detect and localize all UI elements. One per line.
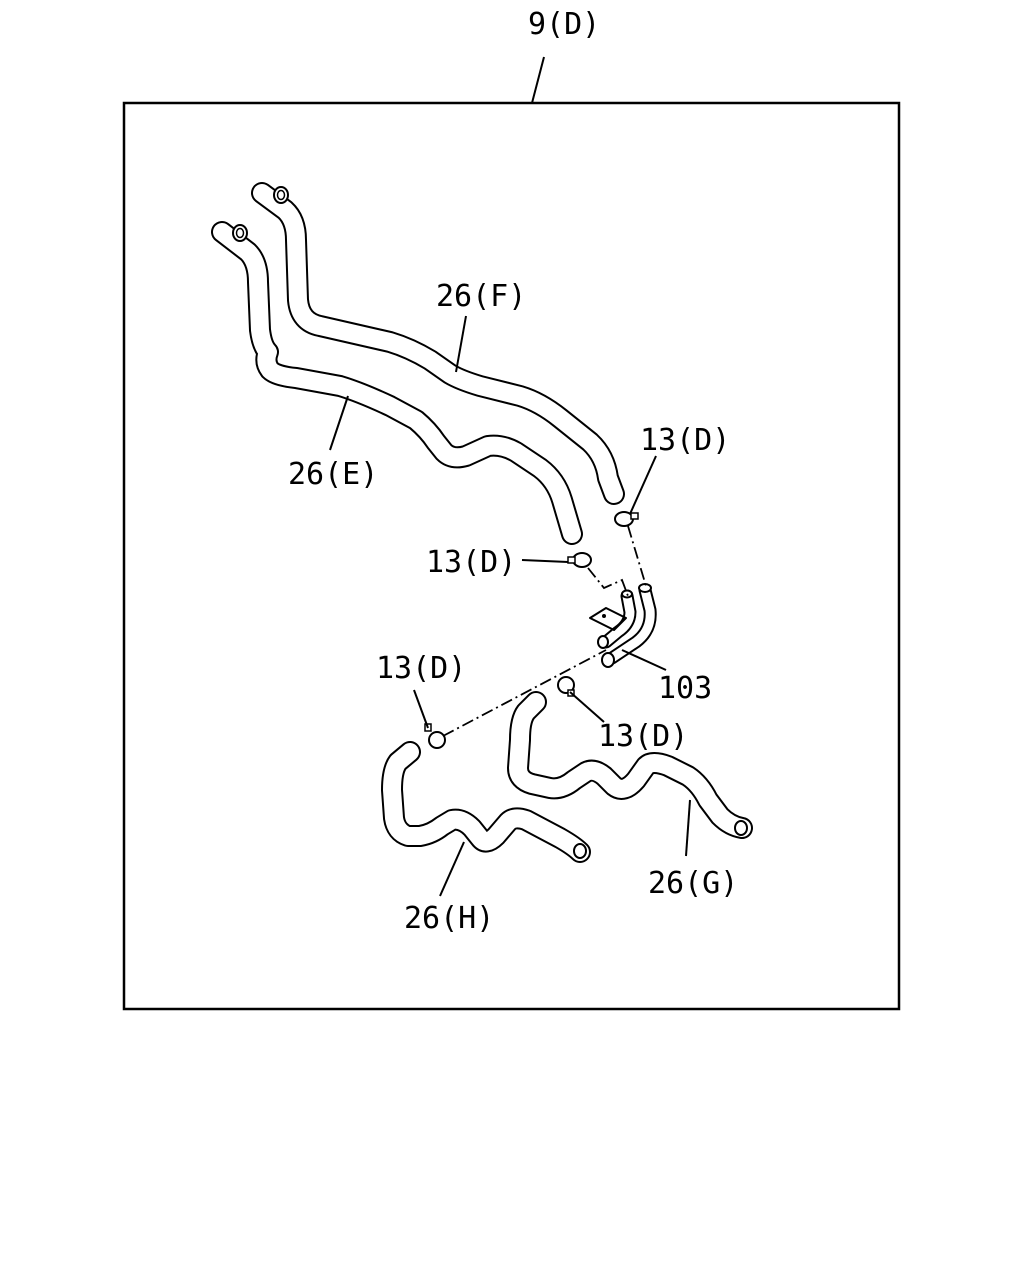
assembly-frame — [122, 101, 901, 1011]
leader-26g — [685, 799, 691, 857]
label-26f: 26(F) — [436, 279, 526, 314]
assembly-line-right — [627, 525, 647, 587]
leader-26f — [455, 315, 467, 373]
hose-26g-end — [734, 820, 748, 836]
assembly-leader — [531, 56, 545, 104]
leader-clamp-4 — [569, 691, 605, 723]
hose-26f[interactable] — [251, 182, 625, 505]
leader-clamp-2 — [521, 559, 569, 563]
label-26g: 26(G) — [648, 866, 738, 901]
assembly-line-bottom — [442, 649, 607, 737]
assembly-label: 9(D) — [528, 7, 600, 42]
hose-26h[interactable] — [381, 741, 591, 863]
leader-clamp-1 — [629, 455, 657, 515]
label-103: 103 — [658, 671, 712, 706]
label-26h: 26(H) — [404, 901, 494, 936]
leader-26e — [329, 395, 349, 451]
clamp-upper-right[interactable] — [614, 511, 639, 527]
hose-26g[interactable] — [507, 691, 753, 839]
label-clamp-3: 13(D) — [376, 651, 466, 686]
hose-26e[interactable] — [211, 221, 583, 545]
leader-clamp-3 — [413, 689, 429, 729]
pipe-103[interactable] — [589, 583, 657, 668]
label-clamp-4: 13(D) — [598, 719, 688, 754]
hose-26e-end — [232, 224, 248, 242]
hose-26h-end — [573, 843, 587, 859]
leader-103 — [621, 649, 667, 671]
clamp-upper-left[interactable] — [567, 552, 592, 568]
label-26e: 26(E) — [288, 457, 378, 492]
assembly-line-left — [587, 567, 629, 597]
label-clamp-2: 13(D) — [426, 545, 516, 580]
hose-26f-end — [273, 186, 289, 204]
label-clamp-1: 13(D) — [640, 423, 730, 458]
leader-26h — [439, 841, 465, 897]
